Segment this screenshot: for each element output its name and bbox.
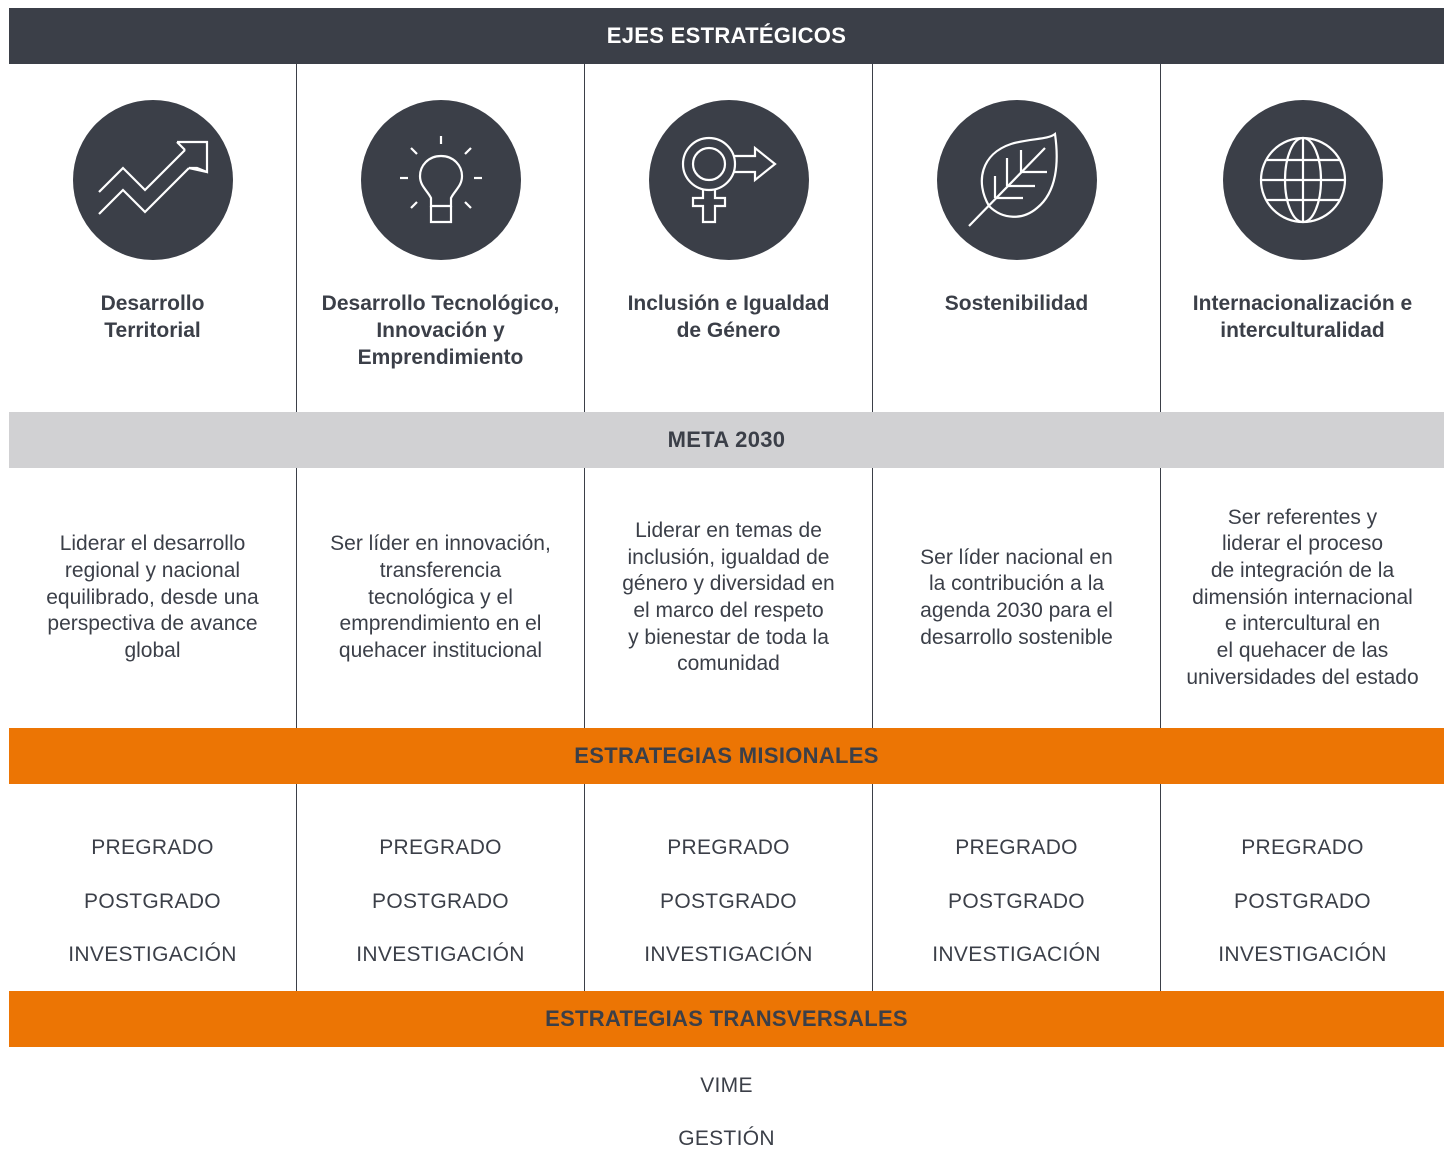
axis-title: Desarrollo Tecnológico, Innovación y Emp… <box>321 292 560 369</box>
axis-title: Sostenibilidad <box>944 292 1089 315</box>
missional-list: PREGRADO POSTGRADO INVESTIGACIÓN <box>9 821 296 982</box>
missional-list: PREGRADO POSTGRADO INVESTIGACIÓN <box>297 821 584 982</box>
missional-column: PREGRADO POSTGRADO INVESTIGACIÓN <box>9 784 297 991</box>
axes-header: EJES ESTRATÉGICOS <box>9 8 1444 64</box>
axes-header-title: EJES ESTRATÉGICOS <box>606 23 847 48</box>
meta-column: Liderar el desarrollo regional y naciona… <box>9 468 297 728</box>
globe-icon <box>1222 100 1383 260</box>
missional-item: INVESTIGACIÓN <box>644 943 813 966</box>
axis-title: Internacionalización e interculturalidad <box>1192 292 1413 342</box>
meta-column: Ser referentes y liderar el proceso de i… <box>1161 468 1444 728</box>
meta-column: Ser líder en innovación, transferencia t… <box>297 468 585 728</box>
meta-column: Liderar en temas de inclusión, igualdad … <box>585 468 873 728</box>
missional-item: POSTGRADO <box>372 889 509 913</box>
meta-goal-text: Liderar el desarrollo regional y naciona… <box>46 532 259 663</box>
axes-row: Desarrollo Territorial Desarrollo Tecnol… <box>9 64 1444 412</box>
meta-goal-text: Ser líder en innovación, transferencia t… <box>330 532 551 663</box>
missional-item: PREGRADO <box>667 836 790 859</box>
transversal-list: VIME GESTIÓN <box>9 1059 1444 1165</box>
missional-column: PREGRADO POSTGRADO INVESTIGACIÓN <box>873 784 1161 991</box>
missional-header-title: ESTRATEGIAS MISIONALES <box>574 743 879 768</box>
meta-header-title: META 2030 <box>667 427 786 452</box>
missional-column: PREGRADO POSTGRADO INVESTIGACIÓN <box>297 784 585 991</box>
meta-goal-text: Ser referentes y liderar el proceso de i… <box>1186 505 1419 689</box>
missional-column: PREGRADO POSTGRADO INVESTIGACIÓN <box>585 784 873 991</box>
axis-column: Desarrollo Territorial <box>9 64 297 412</box>
missional-item: INVESTIGACIÓN <box>356 943 525 966</box>
meta-goal-text: Liderar en temas de inclusión, igualdad … <box>622 518 835 676</box>
axis-column: Desarrollo Tecnológico, Innovación y Emp… <box>297 64 585 412</box>
meta-column: Ser líder nacional en la contribución a … <box>873 468 1161 728</box>
missional-item: POSTGRADO <box>660 889 797 913</box>
missional-item: PREGRADO <box>91 836 214 859</box>
missional-item: POSTGRADO <box>1234 889 1371 913</box>
axis-column: Inclusión e Igualdad de Género <box>585 64 873 412</box>
transversal-header-title: ESTRATEGIAS TRANSVERSALES <box>545 1006 908 1031</box>
leaf-icon <box>936 100 1097 260</box>
axis-title: Inclusión e Igualdad de Género <box>627 292 830 342</box>
axis-column: Internacionalización e interculturalidad <box>1161 64 1444 412</box>
missional-row: PREGRADO POSTGRADO INVESTIGACIÓN PREGRAD… <box>9 784 1444 991</box>
missional-item: PREGRADO <box>379 836 502 859</box>
missional-item: POSTGRADO <box>84 889 221 913</box>
transversal-item: VIME <box>700 1074 753 1097</box>
axis-column: Sostenibilidad <box>873 64 1161 412</box>
transversal-header: ESTRATEGIAS TRANSVERSALES <box>9 991 1444 1047</box>
missional-item: PREGRADO <box>955 836 1078 859</box>
missional-item: INVESTIGACIÓN <box>932 943 1101 966</box>
meta-header: META 2030 <box>9 412 1444 468</box>
missional-list: PREGRADO POSTGRADO INVESTIGACIÓN <box>585 821 872 982</box>
missional-item: INVESTIGACIÓN <box>1218 943 1387 966</box>
lightbulb-icon <box>360 100 521 260</box>
gender-symbol-icon <box>648 100 809 260</box>
axis-title: Desarrollo Territorial <box>100 292 205 342</box>
trending-up-icon <box>72 100 233 260</box>
missional-column: PREGRADO POSTGRADO INVESTIGACIÓN <box>1161 784 1444 991</box>
missional-list: PREGRADO POSTGRADO INVESTIGACIÓN <box>1161 821 1444 982</box>
missional-header: ESTRATEGIAS MISIONALES <box>9 728 1444 784</box>
meta-row: Liderar el desarrollo regional y naciona… <box>9 468 1444 728</box>
transversal-item: GESTIÓN <box>678 1127 775 1150</box>
missional-item: PREGRADO <box>1241 836 1364 859</box>
missional-list: PREGRADO POSTGRADO INVESTIGACIÓN <box>873 821 1160 982</box>
missional-item: POSTGRADO <box>948 889 1085 913</box>
missional-item: INVESTIGACIÓN <box>68 943 237 966</box>
meta-goal-text: Ser líder nacional en la contribución a … <box>920 545 1113 649</box>
